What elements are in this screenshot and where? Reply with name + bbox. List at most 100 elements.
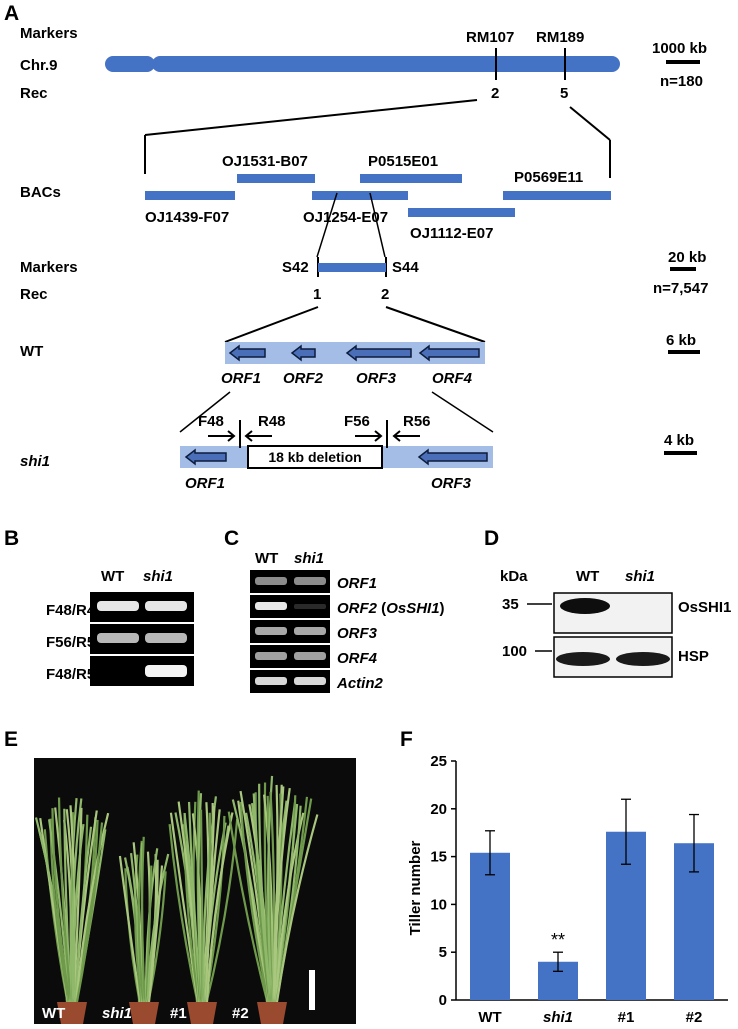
rice-leaf bbox=[187, 801, 203, 1003]
gel-c-lane bbox=[250, 595, 330, 618]
gel-band bbox=[145, 601, 187, 611]
orf4-arrow bbox=[418, 344, 480, 362]
rice-leaf bbox=[146, 853, 170, 1003]
plant-pot bbox=[129, 1002, 159, 1024]
rice-leaf bbox=[137, 840, 145, 1003]
gel-band bbox=[255, 627, 287, 635]
gel-c-lane bbox=[250, 620, 330, 643]
bac-bar-oj1439 bbox=[145, 191, 235, 200]
scale-label-4: 4 kb bbox=[664, 432, 694, 449]
rice-leaf bbox=[227, 811, 269, 1003]
gel-c-row2-gene: ORF2 bbox=[337, 600, 378, 617]
bac-label-p0569: P0569E11 bbox=[514, 169, 583, 186]
blot-band bbox=[556, 652, 610, 666]
shi1-orf3-arrow bbox=[417, 448, 488, 466]
shi1-label: shi1 bbox=[20, 453, 50, 470]
orf3-label: ORF3 bbox=[356, 370, 397, 387]
gel-c-lane bbox=[250, 670, 330, 693]
photo-label-line2: #2 bbox=[232, 1005, 249, 1022]
rice-leaf bbox=[273, 787, 291, 1003]
primer-f56-arrow bbox=[355, 430, 383, 442]
gel-c-col-shi1: shi1 bbox=[294, 550, 324, 567]
bac-bar-p0569 bbox=[503, 191, 611, 200]
shi1-orf1-arrow bbox=[184, 448, 227, 466]
bac-label-oj1531: OJ1531-B07 bbox=[222, 153, 308, 170]
rice-leaf bbox=[275, 814, 319, 1003]
plant-pot bbox=[57, 1002, 87, 1024]
panel-b: B WT shi1 F48/R48 F56/R56 F48/R56 bbox=[4, 527, 194, 686]
blot-mw-100: 100 bbox=[502, 643, 527, 660]
panel-label-a: A bbox=[4, 2, 19, 25]
bac-bar-oj1112 bbox=[408, 208, 515, 217]
orf2-label: ORF2 bbox=[283, 370, 324, 387]
y-tick-label: 10 bbox=[430, 896, 447, 913]
y-tick-label: 0 bbox=[439, 992, 447, 1009]
rice-leaf bbox=[118, 855, 142, 1003]
panel-label-d: D bbox=[484, 527, 499, 550]
rice-leaf bbox=[72, 823, 85, 1003]
gel-band bbox=[255, 677, 287, 685]
primer-f56-label: F56 bbox=[344, 413, 370, 430]
gel-c-row2-close: ) bbox=[440, 600, 445, 617]
gel-b-row-label: F48/R48 bbox=[46, 602, 104, 619]
rice-leaf bbox=[51, 808, 71, 1003]
orf4-label: ORF4 bbox=[432, 370, 473, 387]
x-tick-label: WT bbox=[478, 1009, 501, 1026]
scale-label-2: 20 kb bbox=[668, 249, 706, 266]
rec-value-1: 2 bbox=[491, 85, 499, 102]
gel-band bbox=[97, 601, 139, 611]
primer-r48-label: R48 bbox=[258, 413, 286, 430]
zoom-line bbox=[431, 391, 494, 433]
gel-band bbox=[97, 633, 139, 643]
marker-s42: S42 bbox=[282, 259, 309, 276]
blot-kda-label: kDa bbox=[500, 568, 528, 585]
rice-leaf bbox=[71, 798, 83, 1003]
photo-scale-bar bbox=[309, 970, 315, 1010]
gel-b-col-wt: WT bbox=[101, 568, 124, 585]
rice-leaf bbox=[205, 812, 234, 1003]
photo-label-line1: #1 bbox=[170, 1005, 187, 1022]
bac-label-p0515: P0515E01 bbox=[368, 153, 438, 170]
marker-rm189: RM189 bbox=[536, 29, 584, 46]
y-tick-label: 15 bbox=[430, 849, 447, 866]
rice-leaf bbox=[239, 801, 270, 1003]
markers-label-2: Markers bbox=[20, 259, 78, 276]
rice-leaf bbox=[57, 797, 73, 1003]
bac-bar-p0515 bbox=[360, 174, 462, 183]
rec-value-s44: 2 bbox=[381, 286, 389, 303]
gel-band bbox=[294, 652, 326, 660]
rice-leaf bbox=[75, 812, 110, 1003]
plant-pot bbox=[187, 1002, 217, 1024]
zoom-line bbox=[569, 106, 611, 141]
zoom-line bbox=[179, 391, 231, 433]
orf1-label: ORF1 bbox=[221, 370, 261, 387]
y-tick-label: 5 bbox=[439, 944, 447, 961]
rice-plant bbox=[168, 790, 239, 1024]
gel-band bbox=[294, 677, 326, 685]
rice-plant bbox=[227, 775, 319, 1024]
rice-leaf bbox=[75, 822, 104, 1003]
rice-plant bbox=[34, 797, 110, 1024]
n-value-1: n=180 bbox=[660, 73, 703, 90]
gel-c-row-label: ORF4 bbox=[337, 650, 378, 667]
bac-label-oj1112: OJ1112-E07 bbox=[410, 225, 493, 242]
orf3-arrow bbox=[345, 344, 412, 362]
blot-band bbox=[616, 652, 670, 666]
zoom-line bbox=[385, 306, 486, 343]
gel-c-row-label: ORF1 bbox=[337, 575, 377, 592]
primer-r56-arrow bbox=[392, 430, 420, 442]
gel-c-row2-open: ( bbox=[377, 600, 386, 617]
rice-leaf bbox=[258, 783, 273, 1003]
gel-c-lane bbox=[250, 645, 330, 668]
panel-c: C WT shi1 ORF1 ORF2 (OsSHI1) ORF3 ORF4 A… bbox=[224, 527, 445, 693]
primer-r56-label: R56 bbox=[403, 413, 431, 430]
x-tick-label: shi1 bbox=[543, 1009, 573, 1026]
bac-bar-oj1254 bbox=[312, 191, 408, 200]
gel-band bbox=[145, 633, 187, 643]
bac-bar-oj1531 bbox=[237, 174, 315, 183]
blot-mw-35: 35 bbox=[502, 596, 519, 613]
bar-0 bbox=[470, 852, 510, 1000]
primer-r48-arrow bbox=[244, 430, 272, 442]
